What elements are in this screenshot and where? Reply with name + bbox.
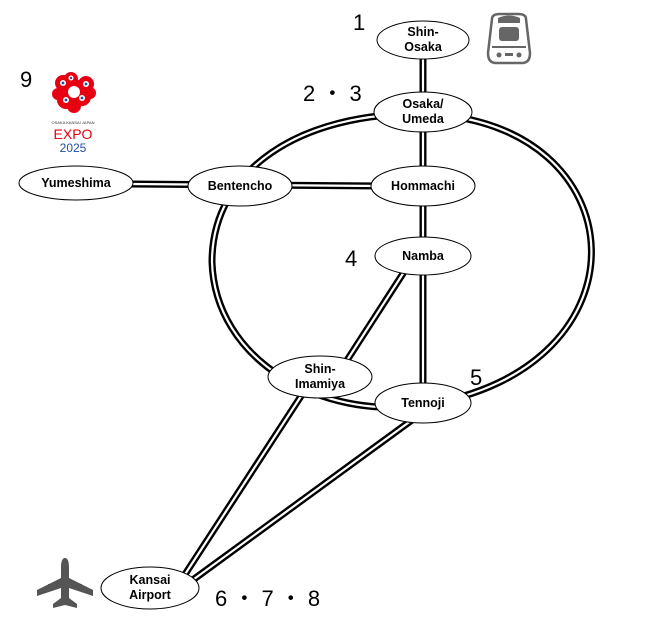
station-kansai-airport[interactable]: Kansai Airport — [100, 566, 200, 610]
station-shin-osaka[interactable]: Shin- Osaka — [376, 20, 470, 60]
number-label-5: 5 — [470, 365, 482, 390]
expo-logo-mark — [52, 72, 96, 113]
station-label: Tennoji — [401, 396, 445, 410]
station-label-line1: Shin- — [304, 362, 335, 376]
station-hommachi[interactable]: Hommachi — [370, 165, 476, 207]
expo-2025-logo: OSAKA KANSAI JAPAN EXPO 2025 — [51, 72, 96, 155]
station-label-line1: Osaka/ — [402, 97, 444, 111]
station-shin-imamiya[interactable]: Shin- Imamiya — [267, 355, 373, 399]
number-label-6-7-8: 6 ・ 7 ・ 8 — [215, 586, 320, 611]
station-label-line2: Airport — [129, 588, 172, 602]
station-label-line1: Shin- — [407, 25, 438, 39]
train-front-icon — [486, 12, 532, 65]
station-label-line1: Kansai — [130, 573, 171, 587]
number-label-9: 9 — [20, 67, 32, 92]
rail-tennoji-kansai-airport — [186, 416, 416, 586]
rail-namba-shin-imamiya — [338, 268, 408, 372]
station-label-line2: Osaka — [404, 40, 443, 54]
rail-lines — [126, 51, 595, 586]
airplane-icon — [37, 558, 93, 608]
station-tennoji[interactable]: Tennoji — [374, 382, 472, 424]
station-label: Hommachi — [391, 179, 455, 193]
station-label: Yumeshima — [41, 176, 112, 190]
rail-shin-imamiya-kansai-airport — [176, 386, 309, 586]
station-label-line2: Umeda — [402, 112, 445, 126]
station-label: Namba — [402, 249, 445, 263]
station-label: Bentencho — [208, 179, 273, 193]
number-label-1: 1 — [353, 10, 365, 35]
expo-logo-small-caption: OSAKA KANSAI JAPAN — [51, 120, 94, 125]
number-label-4: 4 — [345, 246, 357, 271]
station-label-line2: Imamiya — [295, 377, 346, 391]
expo-logo-year-text: 2025 — [60, 141, 87, 155]
station-namba[interactable]: Namba — [374, 236, 472, 276]
station-yumeshima[interactable]: Yumeshima — [18, 165, 134, 201]
station-bentencho[interactable]: Bentencho — [187, 165, 293, 207]
expo-logo-expo-text: EXPO — [54, 126, 93, 142]
station-osaka-umeda[interactable]: Osaka/ Umeda — [373, 91, 473, 133]
number-label-2-3: 2 ・ 3 — [303, 81, 362, 106]
